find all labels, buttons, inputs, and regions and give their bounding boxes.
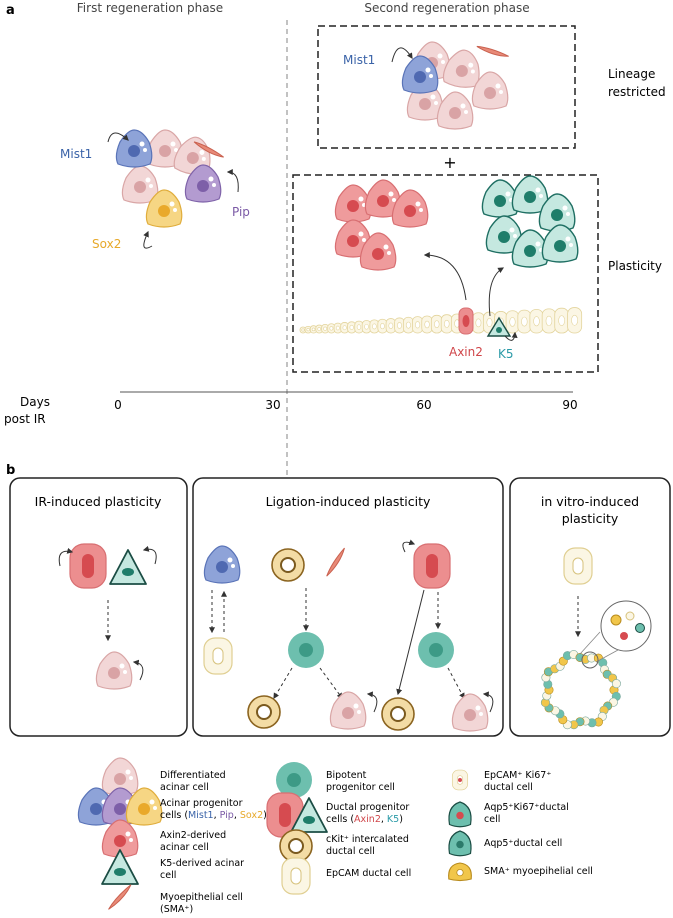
first-phase-cluster: [107, 129, 239, 249]
legend-c1-4-l2: cell: [160, 870, 176, 881]
duct-nucleus: [372, 323, 377, 330]
legend-c3-2-l1: Aqp5⁺Ki67⁺ductal: [484, 802, 569, 813]
ir-plasticity-box: [9, 477, 188, 737]
lineage-restricted-label-1: Lineage: [608, 67, 655, 81]
legend-c1-2-l1: Acinar progenitor: [160, 798, 243, 809]
legend-c3-2-l2: cell: [484, 814, 500, 825]
organoid-cell: [611, 679, 621, 689]
label-mist1: Mist1: [60, 147, 92, 161]
legend-c2-4-l1: EpCAM ductal cell: [326, 868, 411, 879]
ir-plasticity-cells: [58, 543, 157, 690]
label-axin2: Axin2: [449, 345, 483, 359]
duct-nucleus: [444, 319, 450, 328]
label-mist1-2: Mist1: [343, 53, 375, 67]
ligation-plasticity-box: [192, 477, 504, 737]
duct: [299, 307, 583, 337]
duct-nucleus: [415, 321, 421, 329]
axin2-derived-cluster: [334, 179, 429, 271]
duct-nucleus: [342, 325, 347, 331]
duct-nucleus: [475, 318, 482, 328]
duct-nucleus: [434, 320, 440, 328]
duct-nucleus: [349, 324, 354, 330]
in-vitro-plasticity-box: [509, 477, 671, 737]
duct-nucleus: [545, 315, 553, 327]
duct-nucleus: [509, 317, 516, 327]
duct-nucleus: [397, 322, 402, 329]
phase2-title: Second regeneration phase: [364, 1, 529, 15]
duct-nucleus: [533, 316, 540, 327]
plus-sign: +: [443, 153, 456, 172]
legend-c1-1-l1: Differentiated: [160, 770, 226, 781]
in-vitro-cells: [540, 547, 652, 730]
duct-nucleus: [424, 320, 430, 329]
duct-nucleus: [521, 316, 528, 327]
duct-nucleus: [356, 324, 362, 330]
duct-nucleus: [306, 328, 310, 332]
plasticity-box: [292, 174, 599, 373]
in-vitro-title-2: plasticity: [562, 511, 619, 526]
duct-nucleus: [364, 323, 369, 330]
duct-nucleus: [317, 327, 322, 331]
duct-nucleus: [301, 328, 305, 332]
legend-c2-1-l1: Bipotent: [326, 770, 367, 781]
legend-c2-1-l2: progenitor cell: [326, 782, 395, 793]
duct-nucleus: [329, 326, 334, 331]
panel-b-label: b: [6, 463, 15, 478]
k5-duct-nucleus: [496, 327, 502, 333]
tick-30: 30: [265, 398, 280, 412]
ligation-plasticity-title: Ligation-induced plasticity: [266, 494, 431, 509]
in-vitro-title-1: in vitro-induced: [541, 494, 639, 509]
legend-c2-2-l2: cells (Axin2, K5): [326, 814, 403, 825]
legend-c2-3-l1: cKit⁺ intercalated: [326, 834, 409, 845]
legend-c3-1-l1: EpCAM⁺ Ki67⁺: [484, 770, 551, 781]
legend-c1-5-l2: (SMA⁺): [160, 904, 193, 915]
tick-90: 90: [562, 398, 577, 412]
duct-nucleus: [571, 314, 579, 326]
lineage-cluster: [391, 34, 510, 130]
ligation-plasticity-cells: [203, 539, 494, 732]
legend-c2-3-l2: ductal cell: [326, 846, 375, 857]
legend-c1-5-l1: Myoepithelial cell: [160, 892, 243, 903]
duct-nucleus: [388, 322, 394, 329]
lineage-restricted-label-2: restricted: [608, 85, 666, 99]
k5-derived-cluster: [481, 175, 579, 268]
duct-nucleus: [486, 318, 493, 328]
legend-c1-1-l2: acinar cell: [160, 782, 209, 793]
duct-nucleus: [405, 321, 411, 329]
legend-c1-2-l2: cells (Mist1, Pip, Sox2): [160, 810, 267, 821]
legend-c3-3-l1: Aqp5⁺ductal cell: [484, 838, 562, 849]
duct-nucleus: [558, 315, 565, 326]
axin2-duct-nucleus: [462, 315, 470, 327]
legend-c3-4-l1: SMA⁺ myoepihelial cell: [484, 866, 593, 877]
tick-0: 0: [114, 398, 122, 412]
legend: Differentiated acinar cell Acinar progen…: [77, 757, 593, 915]
plasticity-label: Plasticity: [608, 259, 662, 273]
axis-days-label-2: post IR: [4, 412, 46, 426]
ir-plasticity-title: IR-induced plasticity: [35, 494, 162, 509]
legend-c3-1-l2: ductal cell: [484, 782, 533, 793]
duct-nucleus: [323, 326, 328, 331]
phase1-title: First regeneration phase: [77, 1, 223, 15]
duct-nucleus: [311, 327, 316, 332]
duct-nucleus: [380, 323, 385, 330]
label-pip: Pip: [232, 205, 250, 219]
label-sox2: Sox2: [92, 237, 121, 251]
tick-60: 60: [416, 398, 431, 412]
panel-a-label: a: [6, 3, 15, 18]
legend-c2-2-l1: Ductal progenitor: [326, 802, 409, 813]
legend-c1-3-l2: acinar cell: [160, 842, 209, 853]
lineage-restricted-box: [317, 25, 576, 149]
label-k5: K5: [498, 347, 514, 361]
axis-days-label-1: Days: [20, 395, 50, 409]
legend-c1-3-l1: Axin2-derived: [160, 830, 226, 841]
legend-c1-4-l1: K5-derived acinar: [160, 858, 244, 869]
duct-nucleus: [335, 325, 340, 331]
